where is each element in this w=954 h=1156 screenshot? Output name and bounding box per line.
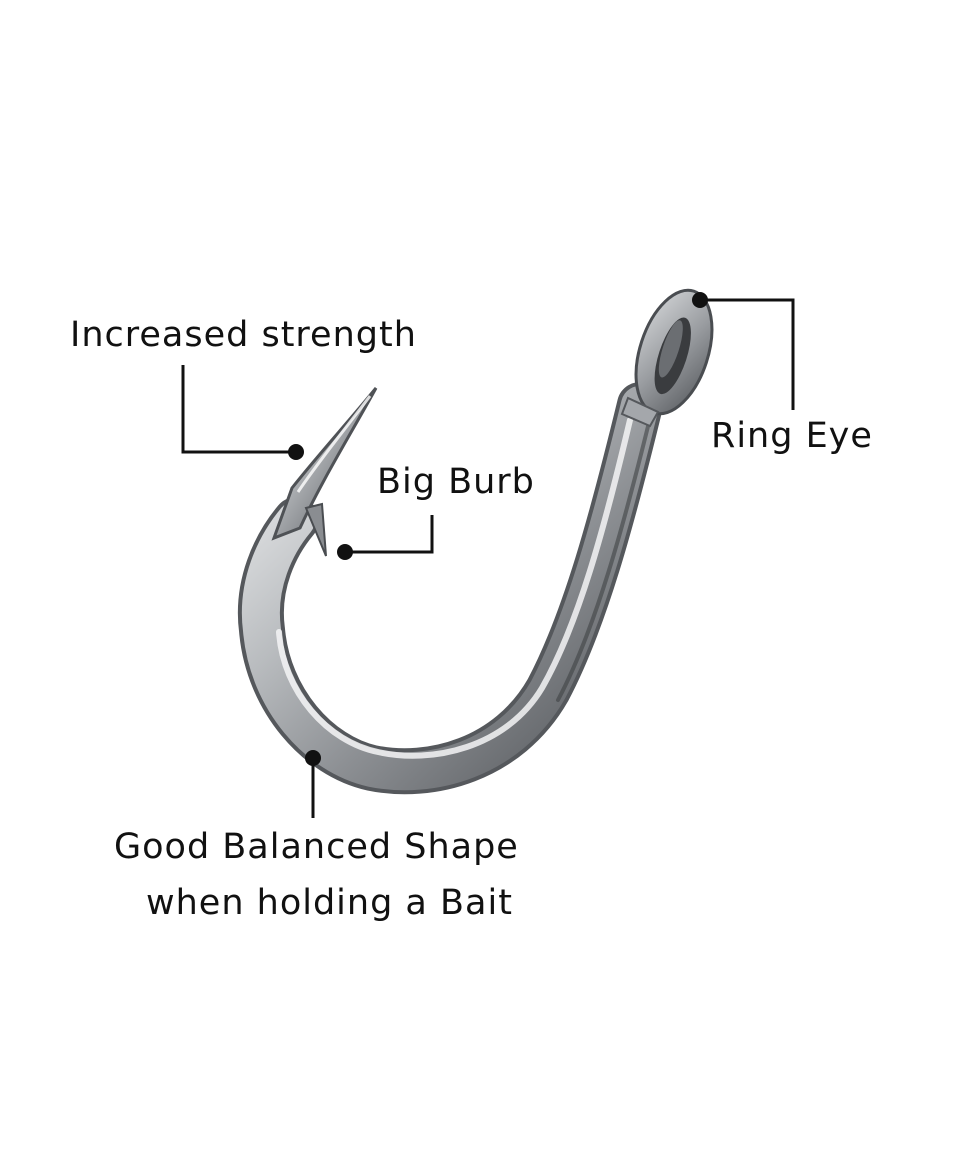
label-balanced-shape-line2: when holding a Bait	[146, 883, 513, 923]
leader-balanced-shape	[305, 750, 321, 818]
label-balanced-shape-line1: Good Balanced Shape	[114, 827, 519, 867]
label-increased-strength: Increased strength	[70, 315, 417, 355]
hook-shape	[237, 288, 714, 795]
leader-increased-strength	[181, 365, 304, 460]
label-big-burb: Big Burb	[377, 462, 535, 502]
leader-ring-eye	[692, 292, 795, 410]
leader-big-burb	[337, 515, 434, 560]
label-ring-eye: Ring Eye	[711, 416, 873, 456]
